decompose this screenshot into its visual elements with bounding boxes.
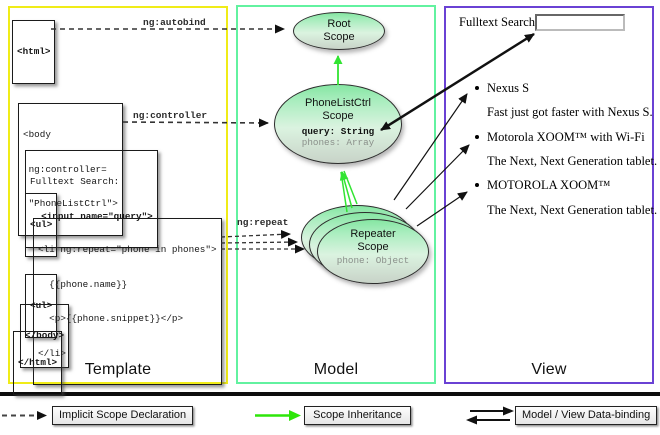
code-text: {{phone.name}} bbox=[38, 278, 128, 290]
ng-repeat-label: ng:repeat bbox=[237, 217, 289, 228]
fulltext-search-label: Fulltext Search: bbox=[459, 15, 539, 29]
code-box-html-close: </html> bbox=[13, 331, 63, 395]
scope-property-phones: phones: Array bbox=[301, 137, 375, 148]
double-arrow-icon bbox=[466, 406, 514, 425]
ng-autobind-label: ng:autobind bbox=[143, 17, 206, 28]
phone-snippet: Fast just got faster with Nexus S. bbox=[487, 105, 653, 119]
code-text: </body> bbox=[25, 330, 65, 341]
code-text: <ul> bbox=[30, 300, 53, 311]
phone-snippet: The Next, Next Generation tablet. bbox=[487, 203, 658, 217]
bullet-icon bbox=[475, 183, 479, 187]
code-text: Fulltext Search: bbox=[30, 176, 120, 187]
dashed-arrow-icon bbox=[2, 411, 47, 420]
phone-name: MOTOROLA XOOM™ bbox=[487, 178, 611, 192]
root-scope-ellipse: Root Scope bbox=[293, 12, 385, 50]
scope-property-query: query: String bbox=[301, 126, 375, 137]
code-text: <p>{{phone.snippet}}</p> bbox=[38, 313, 184, 324]
code-text: <body bbox=[23, 129, 51, 140]
phonelistctrl-scope-title: Scope bbox=[322, 109, 354, 122]
model-panel-label: Model bbox=[313, 361, 359, 378]
legend-scope-inheritance: Scope Inheritance bbox=[304, 406, 411, 425]
ng-controller-label: ng:controller bbox=[133, 110, 208, 121]
legend-divider bbox=[0, 392, 660, 396]
repeater-scope-ellipse: Repeater Scope phone: Object bbox=[317, 219, 429, 284]
legend-implicit-scope: Implicit Scope Declaration bbox=[52, 406, 193, 425]
code-box-ul-open: <ul> bbox=[25, 193, 58, 257]
repeater-scope-title: Scope bbox=[357, 240, 389, 253]
phone-name: Nexus S bbox=[487, 81, 530, 95]
code-box-html-open: <html> bbox=[12, 20, 56, 84]
view-panel: View bbox=[444, 6, 654, 384]
code-text: </li> bbox=[38, 347, 66, 359]
phone-name: Motorola XOOM™ with Wi-Fi bbox=[487, 130, 645, 144]
root-scope-title: Scope bbox=[323, 30, 355, 43]
code-box-li-repeat: <li ng:repeat="phone in phones"> {{phone… bbox=[33, 218, 222, 385]
code-text: </html> bbox=[18, 357, 58, 368]
code-text: <ul> bbox=[30, 219, 53, 230]
template-panel: Template bbox=[8, 6, 228, 384]
phonelistctrl-scope-title: PhoneListCtrl bbox=[304, 97, 372, 109]
phone-snippet: The Next, Next Generation tablet. bbox=[487, 154, 658, 168]
code-box-body-open: <body ng:controller= "PhoneListCtrl"> bbox=[18, 103, 123, 236]
root-scope-title: Root bbox=[327, 18, 351, 30]
code-text: <input name="query"> bbox=[30, 210, 153, 222]
repeater-scope-title: Repeater bbox=[350, 228, 396, 240]
fulltext-search-input[interactable] bbox=[535, 14, 625, 31]
code-text: <li ng:repeat="phone in phones"> bbox=[38, 244, 217, 255]
code-text: ng:controller= bbox=[23, 163, 107, 175]
legend-model-view-binding: Model / View Data-binding bbox=[515, 406, 657, 425]
template-panel-label: Template bbox=[84, 361, 152, 378]
model-panel: Model bbox=[236, 5, 436, 384]
code-box-ul-close: <ul> bbox=[25, 274, 58, 338]
phonelistctrl-scope-ellipse: PhoneListCtrl Scope query: String phones… bbox=[274, 84, 402, 164]
bullet-icon bbox=[475, 86, 479, 90]
code-text: <html> bbox=[17, 46, 51, 57]
bullet-icon bbox=[475, 135, 479, 139]
code-text: "PhoneListCtrl"> bbox=[23, 198, 118, 209]
code-box-body-close: </body> bbox=[20, 304, 70, 368]
scope-property-phone: phone: Object bbox=[336, 255, 410, 266]
view-panel-label: View bbox=[531, 361, 567, 378]
green-arrow-icon bbox=[255, 410, 301, 421]
